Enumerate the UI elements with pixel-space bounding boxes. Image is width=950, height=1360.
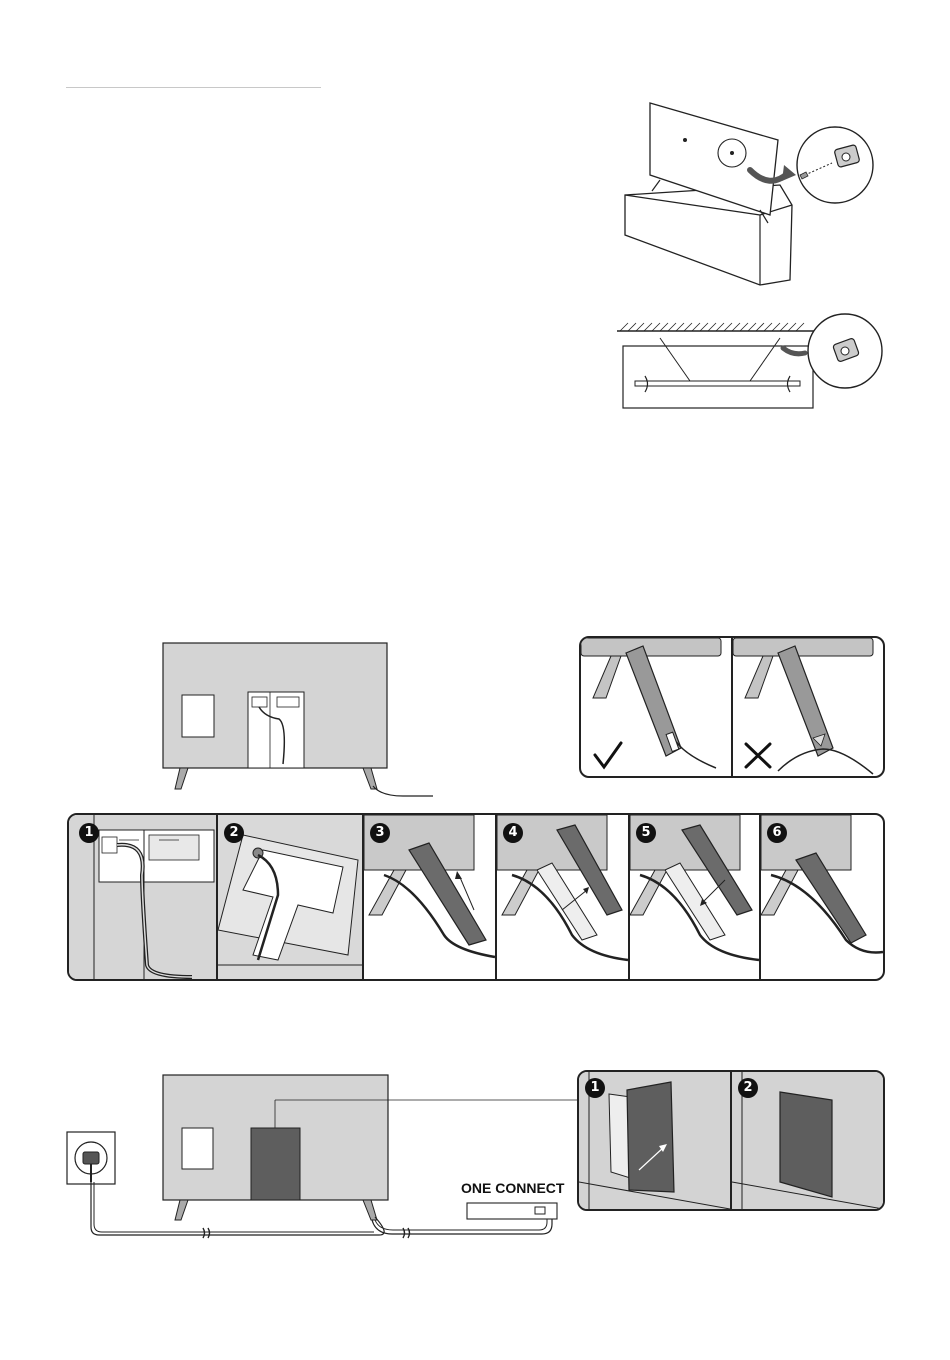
step-number-2: 2 (224, 823, 244, 843)
one-connect-label: ONE CONNECT (461, 1180, 564, 1196)
cable-step-5: 5 (630, 815, 761, 979)
correct-routing-cell (581, 638, 733, 776)
one-connect-connection-illustration (60, 1070, 580, 1250)
step-number-3: 3 (370, 823, 390, 843)
step-number-6: 6 (767, 823, 787, 843)
step-number-1: 1 (79, 823, 99, 843)
cable-step-2: 2 (218, 815, 364, 979)
header-divider (66, 87, 321, 88)
cable-step-3: 3 (364, 815, 497, 979)
wrong-routing-cell (733, 638, 883, 776)
step-number-4: 4 (503, 823, 523, 843)
cable-step-6: 6 (761, 815, 883, 979)
cable-steps-panel: 1 2 3 (67, 813, 885, 981)
cable-routing-check-panel (579, 636, 885, 778)
cover-step-number-2: 2 (738, 1078, 758, 1098)
cable-step-4: 4 (497, 815, 630, 979)
cable-step-1: 1 (69, 815, 218, 979)
cross-icon (743, 741, 773, 769)
tv-wall-anchor-illustration (615, 308, 890, 413)
one-connect-cover-panel: 1 2 (577, 1070, 885, 1211)
tv-on-stand-anchor-illustration (600, 95, 885, 295)
check-icon (593, 741, 623, 769)
tv-back-stand-cable-illustration (155, 640, 445, 805)
cover-step-number-1: 1 (585, 1078, 605, 1098)
cover-step-2: 2 (732, 1072, 883, 1209)
cover-step-1: 1 (579, 1072, 732, 1209)
step-number-5: 5 (636, 823, 656, 843)
